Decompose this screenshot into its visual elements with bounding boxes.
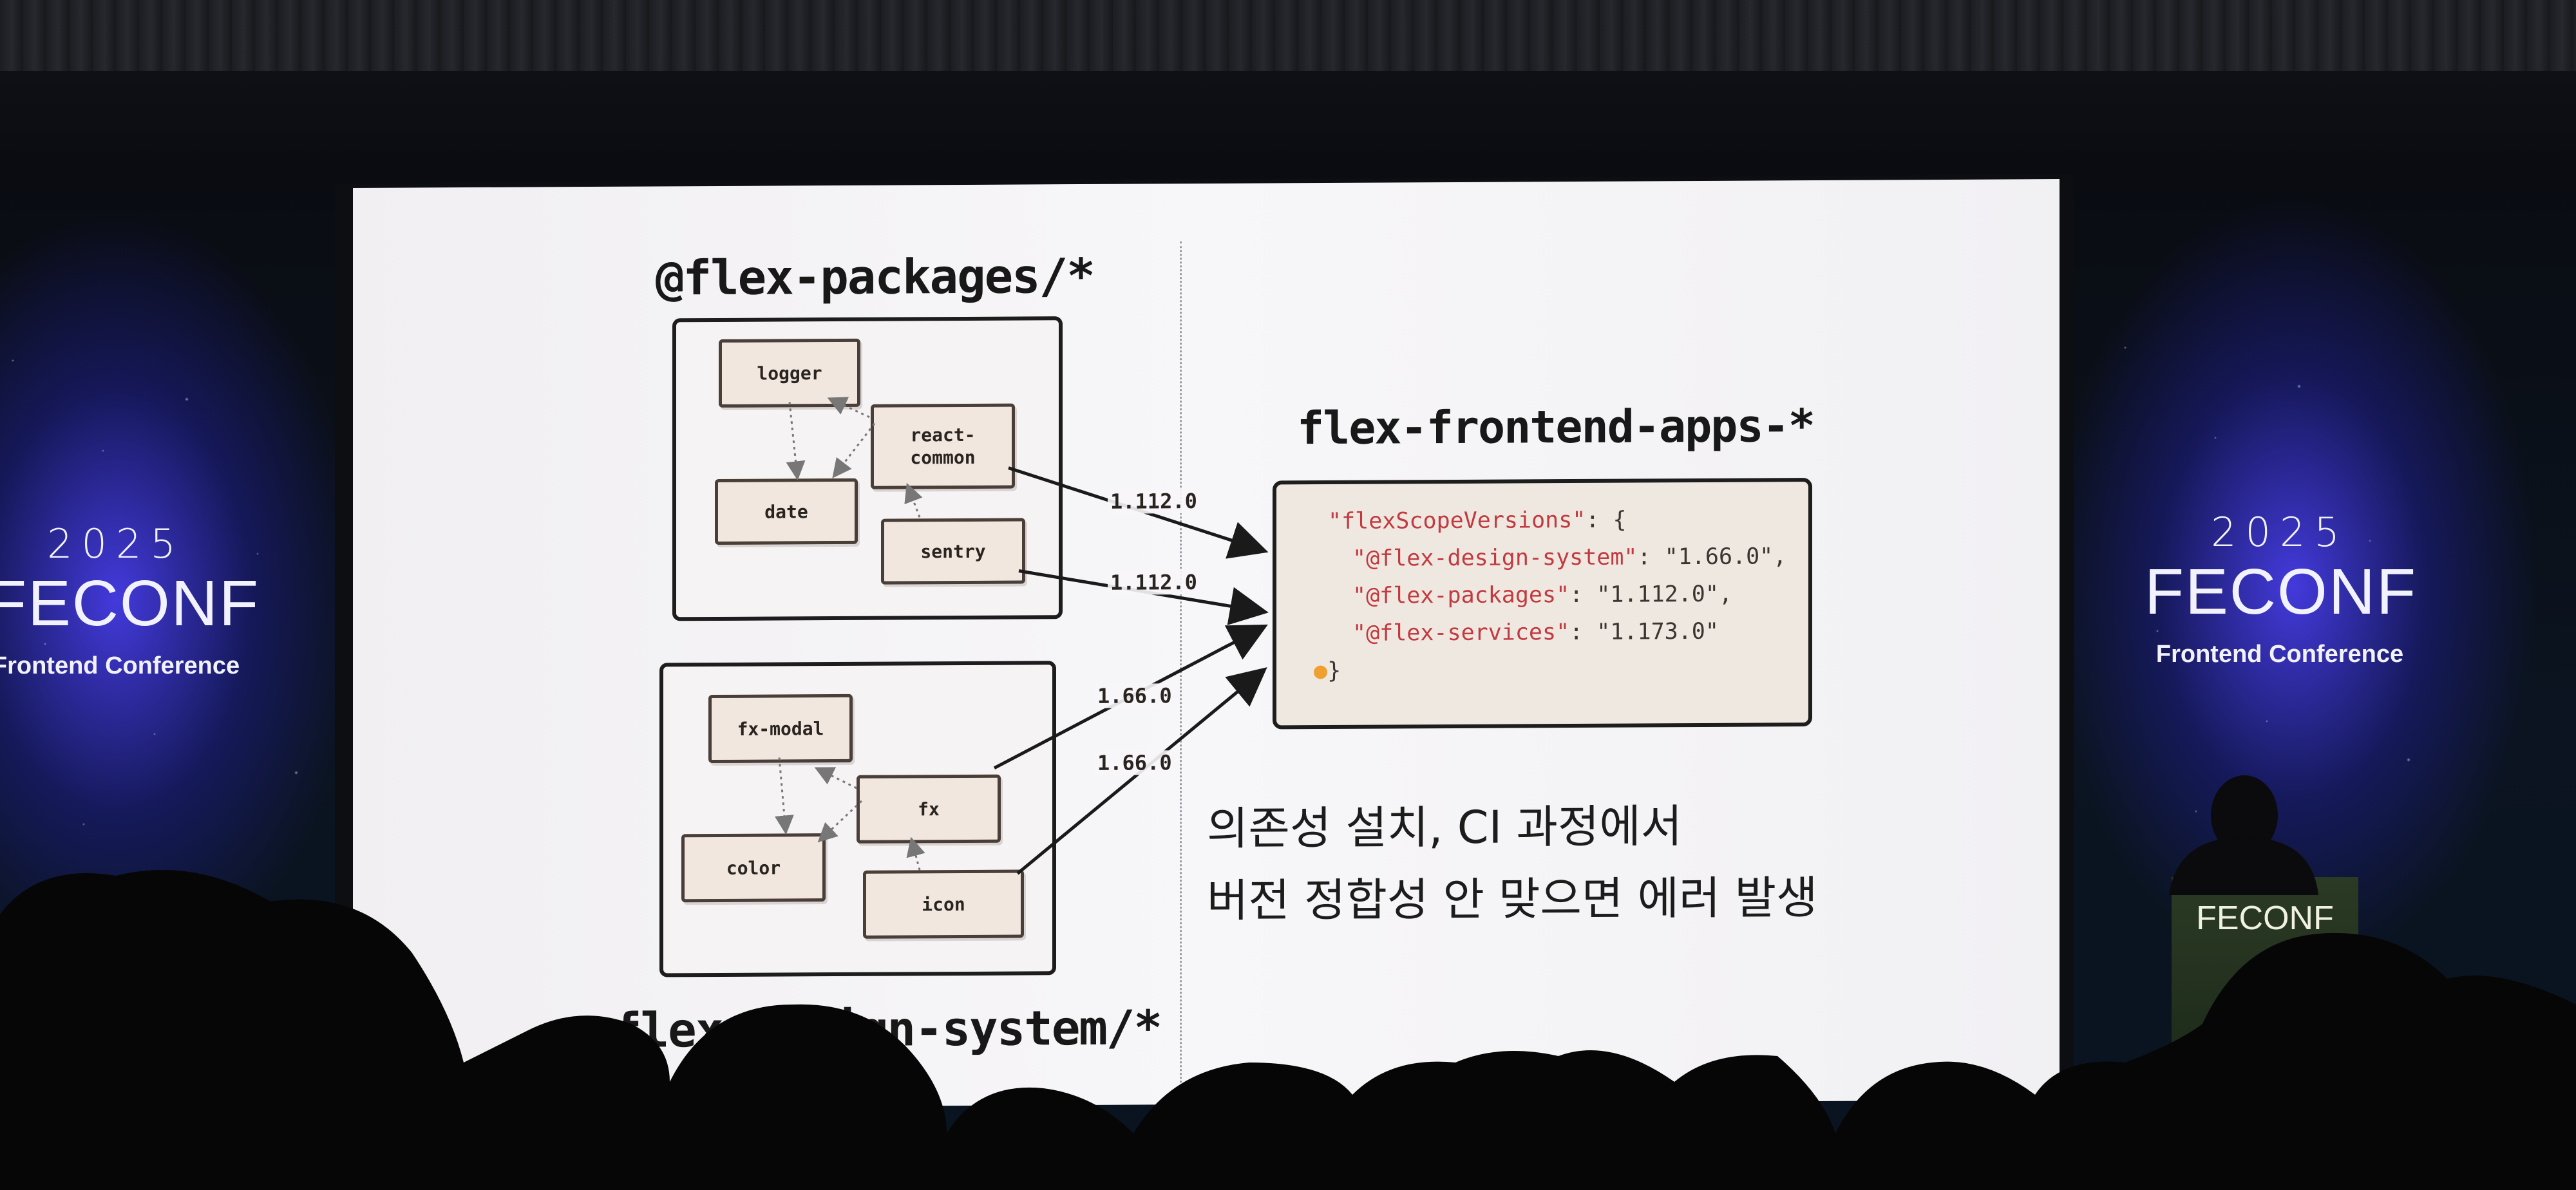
version-label: 1.112.0 xyxy=(1108,570,1200,595)
podium-label: FECONF xyxy=(2196,900,2334,937)
code-value: : "1.66.0", xyxy=(1637,543,1787,571)
code-value: : "1.112.0", xyxy=(1569,581,1733,609)
internal-dep-arrow xyxy=(814,767,857,789)
lightbulb-icon: ● xyxy=(1314,658,1328,685)
presentation-slide: @flex-packages/* logger react- common da… xyxy=(353,179,2060,1109)
internal-dep-arrow xyxy=(827,397,870,419)
version-label: 1.66.0 xyxy=(1095,683,1175,708)
left-star-field xyxy=(0,309,374,889)
logo-year: 2025 xyxy=(47,520,185,567)
logo-year: 2025 xyxy=(2211,509,2349,556)
message-line-2: 버전 정합성 안 맞으면 에러 발생 xyxy=(1207,871,1818,927)
left-conference-logo: 2025 FECONF Frontend Conference xyxy=(0,520,260,680)
internal-dep-arrow xyxy=(906,836,925,871)
right-star-field xyxy=(2099,296,2486,876)
logo-brand: FECONF xyxy=(2145,556,2418,628)
code-key: "@flex-services" xyxy=(1352,619,1570,647)
logo-subtitle: Frontend Conference xyxy=(0,652,240,679)
code-value: : "1.173.0" xyxy=(1569,618,1719,646)
internal-dep-arrow xyxy=(817,800,863,843)
code-text: } xyxy=(1327,657,1341,685)
code-key: "@flex-packages" xyxy=(1352,582,1570,609)
message-line-1: 의존성 설치, CI 과정에서 xyxy=(1207,800,1683,855)
internal-dep-arrow xyxy=(904,482,923,518)
code-block: "flexScopeVersions": { "@flex-design-sys… xyxy=(1273,478,1812,730)
code-key: "flexScopeVersions" xyxy=(1328,507,1586,535)
internal-dep-arrow xyxy=(832,422,876,478)
slide-message: 의존성 설치, CI 과정에서 버전 정합성 안 맞으면 에러 발생 xyxy=(1207,789,1817,937)
logo-subtitle: Frontend Conference xyxy=(2155,641,2404,668)
version-label: 1.66.0 xyxy=(1095,750,1175,775)
internal-dep-arrow xyxy=(774,757,794,835)
stage-curtain xyxy=(0,0,2576,71)
right-conference-logo: 2025 FECONF Frontend Conference xyxy=(2145,509,2418,668)
internal-dep-arrow xyxy=(786,402,806,481)
logo-brand: FECONF xyxy=(0,567,260,639)
code-key: "@flex-design-system" xyxy=(1352,544,1638,572)
version-label: 1.112.0 xyxy=(1108,489,1200,514)
code-text: : { xyxy=(1586,507,1627,533)
